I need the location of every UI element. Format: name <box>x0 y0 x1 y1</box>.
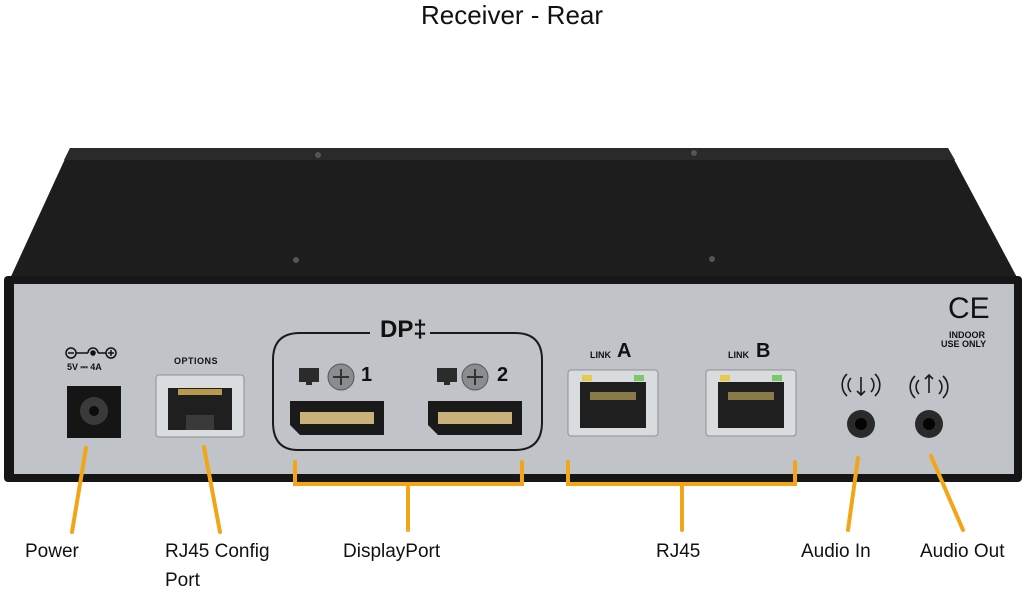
link-b-prefix: LINK <box>728 350 749 360</box>
callout-power: Power <box>25 541 79 562</box>
page-title: Receiver - Rear <box>420 0 604 30</box>
link-b-letter: B <box>756 340 771 362</box>
link-a-letter: A <box>617 340 632 362</box>
link-a-prefix: LINK <box>590 350 611 360</box>
callout-lines <box>70 445 965 534</box>
callout-audio-out: Audio Out <box>920 541 1005 562</box>
dp-port-1-number: 1 <box>361 364 373 386</box>
callout-audio-in: Audio In <box>801 541 871 562</box>
indoor-label-line1: INDOOR <box>949 330 985 340</box>
displayport-logo: DP‡ <box>380 316 427 343</box>
callout-rj45-config-port: Port <box>165 570 200 591</box>
indoor-label-line2: USE ONLY <box>941 339 987 349</box>
ce-mark: CE <box>948 292 990 325</box>
displayport-group-outline <box>272 332 543 451</box>
chassis-top <box>8 148 1020 283</box>
callout-rj45-config: RJ45 Config <box>165 541 270 562</box>
dc-rating-label: 5V ⎓ 4A <box>67 362 102 372</box>
callout-displayport: DisplayPort <box>343 541 441 562</box>
dp-port-2-number: 2 <box>497 364 509 386</box>
callout-rj45: RJ45 <box>656 541 701 562</box>
options-label: OPTIONS <box>174 356 219 366</box>
